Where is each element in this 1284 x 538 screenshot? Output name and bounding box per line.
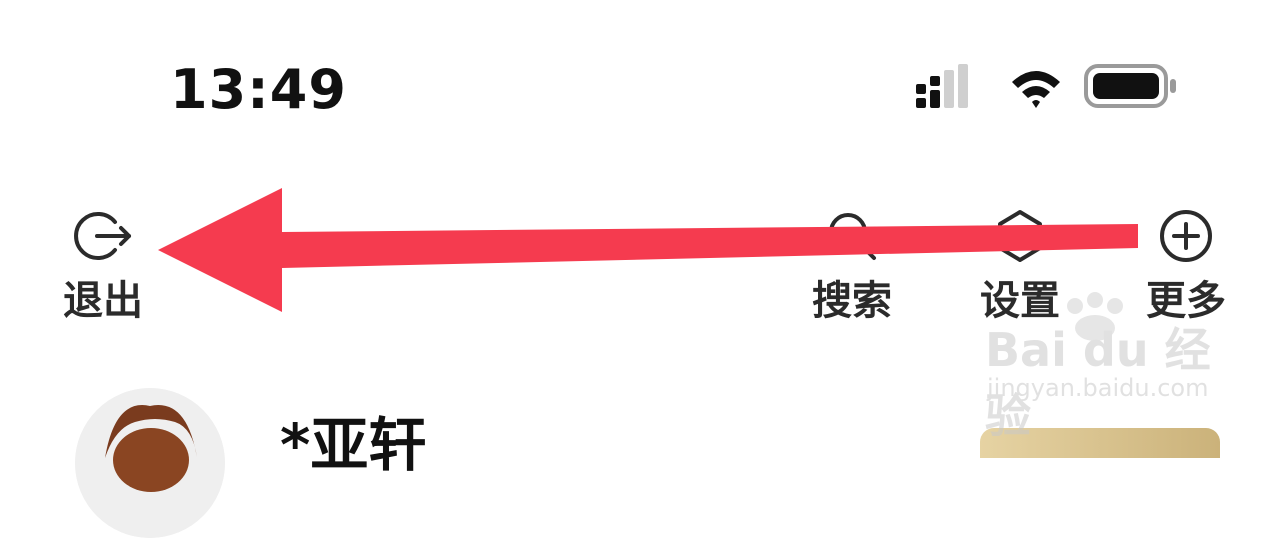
battery-icon — [1084, 64, 1176, 108]
watermark-main: Bai du 经验 — [985, 323, 1211, 443]
search-icon — [829, 213, 876, 260]
avatar[interactable] — [75, 388, 225, 538]
more-label: 更多 — [1146, 278, 1226, 324]
search-label: 搜索 — [812, 278, 892, 324]
username: *亚轩 — [280, 411, 427, 479]
status-icons — [916, 64, 1176, 108]
watermark-sub: jingyan.baidu.com — [987, 374, 1209, 402]
status-time: 13:49 — [170, 58, 347, 121]
baidu-watermark: Bai du 经验 jingyan.baidu.com — [985, 292, 1215, 443]
more-button[interactable]: 更多 — [1140, 208, 1232, 326]
logout-button[interactable]: 退出 — [58, 208, 148, 326]
logout-icon — [74, 212, 131, 260]
wifi-icon — [1012, 71, 1060, 108]
logout-label: 退出 — [63, 278, 143, 324]
settings-icon — [998, 210, 1042, 262]
plus-circle-icon — [1160, 210, 1212, 262]
search-button[interactable]: 搜索 — [806, 208, 898, 326]
avatar-illustration — [75, 388, 225, 538]
signal-icon — [916, 64, 968, 108]
